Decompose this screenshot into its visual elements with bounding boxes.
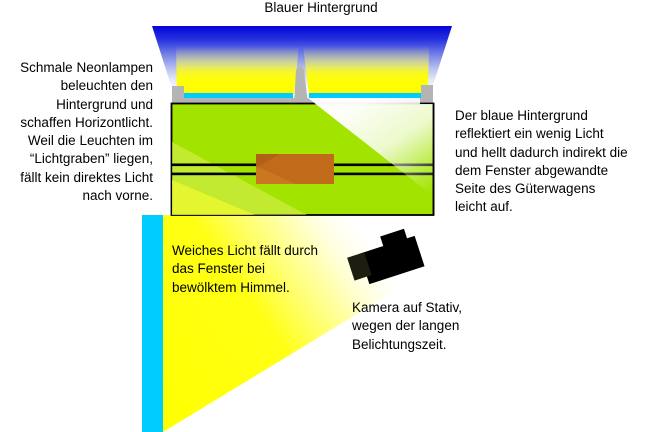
neon-lamps-label: Schmale Neonlampen beleuchten den Hinter… bbox=[20, 60, 153, 204]
wagon-shading-corner bbox=[256, 154, 280, 168]
lamp-beam-right bbox=[303, 46, 429, 94]
freight-wagon bbox=[256, 154, 334, 184]
light-trench-cap-left bbox=[172, 86, 184, 104]
reflection-band bbox=[308, 98, 433, 196]
light-trench-cap-right bbox=[421, 85, 433, 104]
neon-lamp-right bbox=[309, 93, 421, 98]
reflection-label: Der blaue Hintergrund reflektiert ein we… bbox=[455, 108, 628, 215]
window-light-beam bbox=[163, 215, 520, 432]
light-trench-divider bbox=[294, 64, 308, 104]
wagon-shading bbox=[256, 166, 296, 184]
window-light-wedge-inner bbox=[172, 180, 255, 215]
window-light-label: Weiches Licht fällt durch das Fenster be… bbox=[172, 243, 319, 295]
lamp-beam-left bbox=[176, 46, 299, 94]
backdrop-title: Blauer Hintergrund bbox=[264, 0, 378, 15]
window-strip bbox=[142, 215, 163, 432]
camera-label: Kamera auf Stativ, wegen der langen Beli… bbox=[352, 300, 463, 352]
camera-icon bbox=[347, 228, 425, 285]
neon-lamp-left bbox=[184, 93, 293, 98]
